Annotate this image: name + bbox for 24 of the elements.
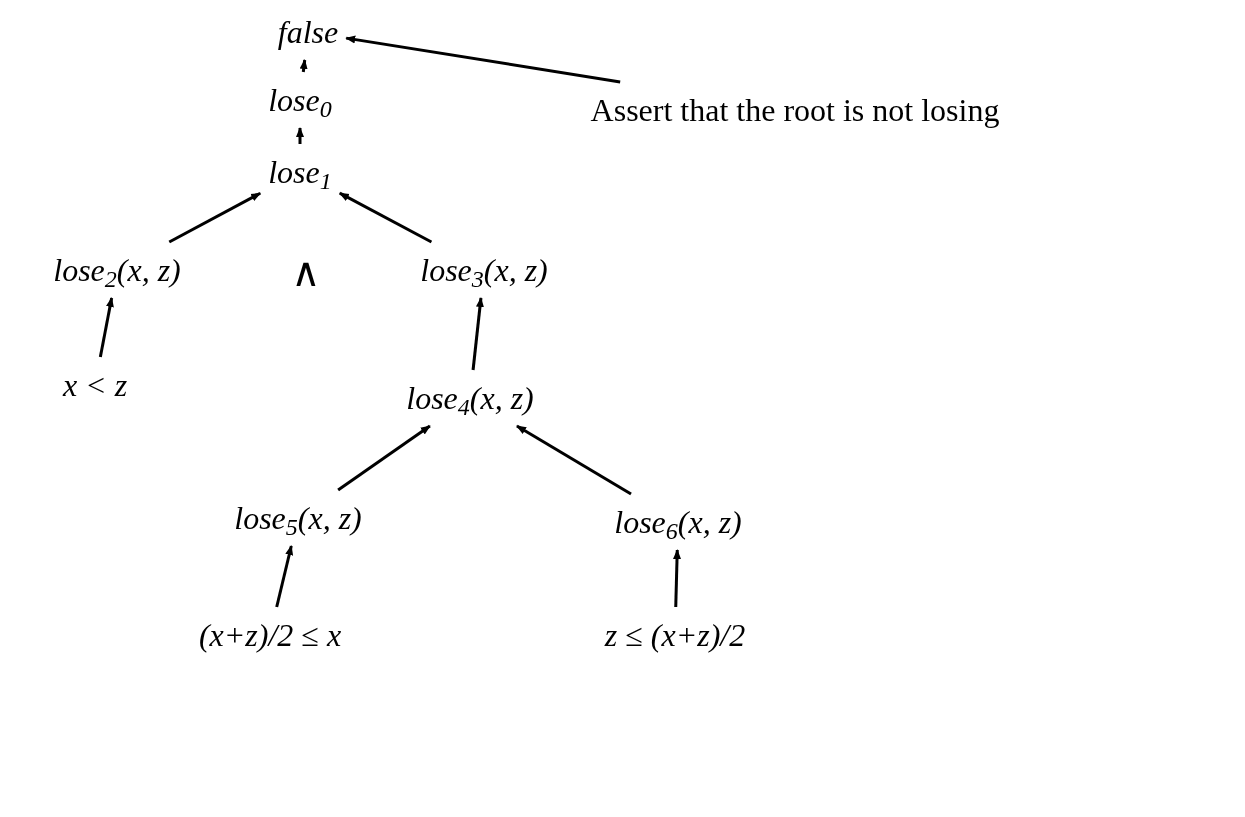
arrow: [168, 191, 262, 244]
arrow: [516, 424, 632, 496]
formula-label: x < z: [62, 365, 128, 405]
arrow: [299, 59, 308, 73]
conjunction-symbol: ∧: [291, 252, 321, 292]
arrow: [98, 297, 114, 358]
formula-label: z ≤ (x+z)/2: [604, 615, 746, 655]
formula-label: lose$_{3}$(x, z): [420, 250, 548, 290]
formula-label: lose$_{1}$: [268, 152, 332, 192]
arrow: [296, 127, 304, 144]
arrow: [673, 549, 681, 608]
annotation-text: Assert that the root is not losing: [590, 90, 1000, 130]
arrow: [275, 545, 294, 608]
formula-label: lose$_{2}$(x, z): [53, 250, 181, 290]
formula-label: false: [277, 12, 339, 52]
arrow: [337, 424, 431, 492]
formula-label: (x+z)/2 ≤ x: [198, 615, 342, 655]
arrow: [345, 35, 621, 84]
arrow: [338, 191, 433, 244]
formula-label: lose$_{5}$(x, z): [234, 498, 362, 538]
formula-label: lose$_{6}$(x, z): [614, 502, 742, 542]
formula-label: lose$_{0}$: [268, 80, 332, 120]
arrow: [471, 297, 484, 371]
formula-label: lose$_{4}$(x, z): [406, 378, 534, 418]
